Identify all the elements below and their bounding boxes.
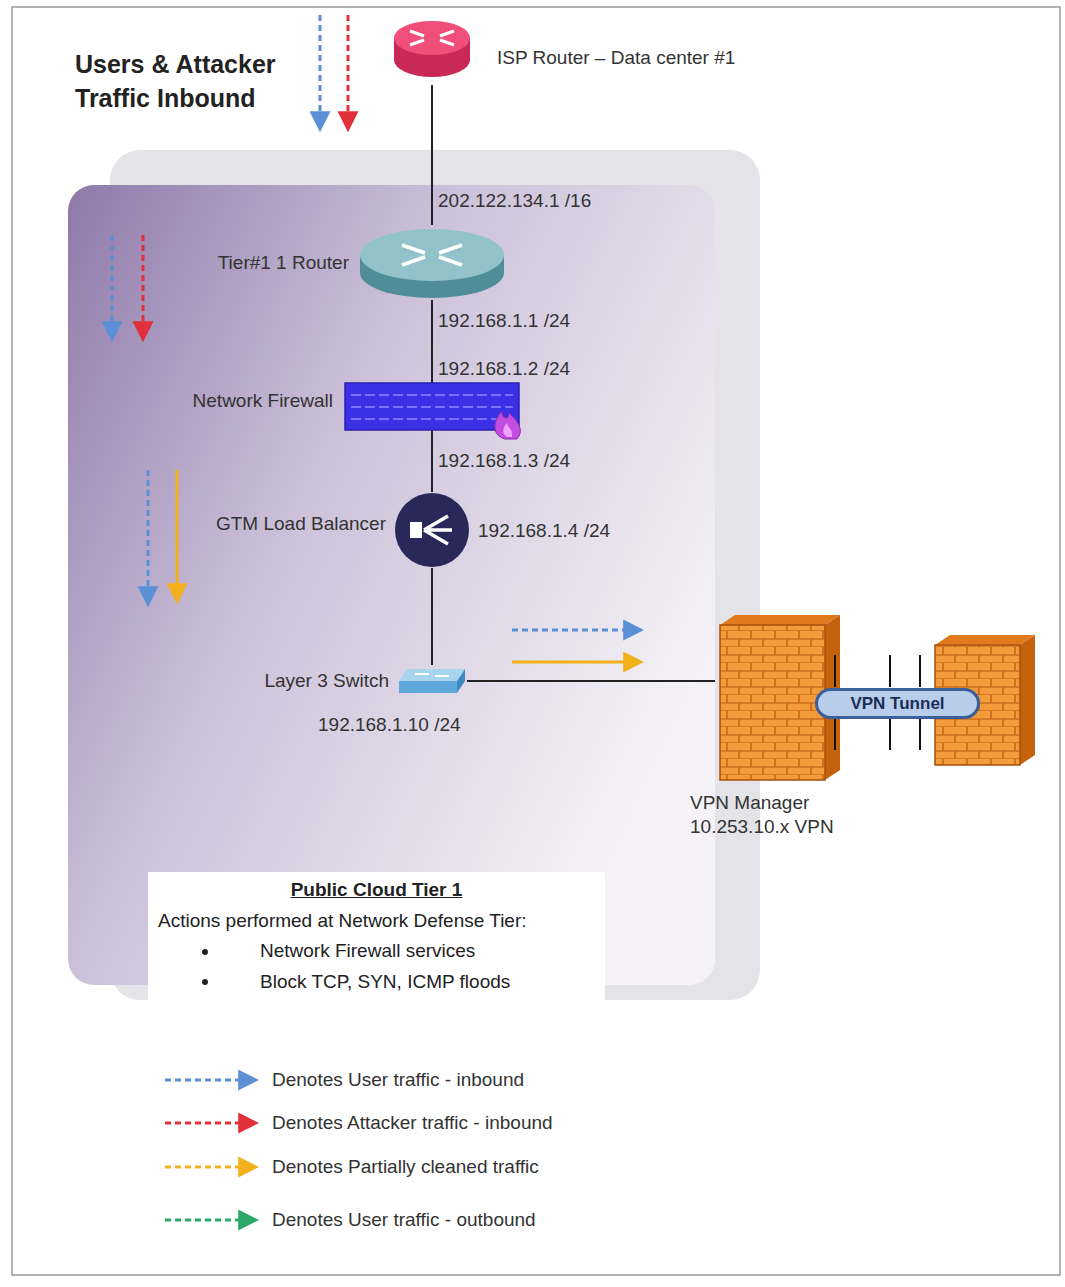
- drawing-part: [720, 615, 840, 625]
- drawing-part: [424, 516, 452, 544]
- bullet-row: Network Firewall services: [158, 939, 595, 964]
- drawing-part: [720, 625, 825, 780]
- drawing-part: [402, 245, 462, 265]
- drawing-part: [395, 493, 469, 567]
- user-arrow: [319, 15, 322, 128]
- connector-line: [431, 300, 433, 383]
- drawing-part: [1020, 635, 1035, 765]
- user-arrow: [147, 470, 150, 603]
- cleaned-arrow: [512, 661, 640, 664]
- legend-text: Denotes User traffic - outbound: [272, 1209, 536, 1232]
- tunnel-label: VPN Tunnel: [850, 694, 944, 714]
- firewall-icon: [345, 383, 519, 430]
- ip-address: 192.168.1.2 /24: [438, 358, 570, 381]
- device-label: Network Firewall: [193, 389, 333, 413]
- ip-address: 192.168.1.1 /24: [438, 310, 570, 333]
- device-node: GTM Load Balancer: [394, 492, 470, 568]
- bullet-dot: [202, 979, 208, 985]
- device-label: VPN Manager 10.253.10.x VPN: [690, 791, 860, 839]
- legend-sample: [165, 1122, 255, 1125]
- drawing-part: [360, 229, 504, 281]
- drawing-part: [394, 21, 470, 55]
- connector-line: [431, 85, 433, 225]
- connector-line: [467, 680, 715, 682]
- device-label: ISP Router – Data center #1: [497, 46, 735, 70]
- legend-text: Denotes User traffic - inbound: [272, 1069, 524, 1092]
- drawing-part: [457, 669, 465, 693]
- note-box: Public Cloud Tier 1 Actions performed at …: [148, 872, 605, 1009]
- note-bullet-text: Block TCP, SYN, ICMP floods: [260, 970, 510, 995]
- device-label: GTM Load Balancer: [216, 512, 386, 536]
- user-arrow: [512, 629, 640, 632]
- traffic-heading: Users & Attacker Traffic Inbound: [75, 48, 315, 116]
- ip-address: 192.168.1.4 /24: [478, 520, 610, 543]
- device-node: VPN Manager 10.253.10.x VPNVPN Tunnel: [715, 615, 1040, 785]
- note-text: Actions performed at Network Defense Tie…: [158, 909, 595, 934]
- device-label: Tier#1 1 Router: [218, 251, 349, 275]
- device-node: Network Firewall: [345, 383, 519, 430]
- outer-frame: [12, 7, 1060, 1275]
- drawing-part: [399, 681, 457, 693]
- device-node: ISP Router – Data center #1: [392, 10, 472, 85]
- ip-address: 192.168.1.3 /24: [438, 450, 570, 473]
- drawing-part: [345, 383, 519, 430]
- note-heading: Public Cloud Tier 1: [158, 878, 595, 903]
- drawing-part: [503, 423, 512, 437]
- legend-sample: [165, 1079, 255, 1082]
- legend-text: Denotes Attacker traffic - inbound: [272, 1112, 553, 1135]
- drawing-part: [351, 395, 513, 419]
- device-label: Layer 3 Switch: [264, 669, 389, 693]
- cloud-panel: [68, 185, 715, 985]
- router-icon: [357, 225, 507, 300]
- ip-address: 192.168.1.10 /24: [318, 714, 461, 737]
- legend-text: Denotes Partially cleaned traffic: [272, 1156, 539, 1179]
- bullet-row: Block TCP, SYN, ICMP floods: [158, 970, 595, 995]
- legend-sample: [165, 1219, 255, 1222]
- load-balancer-icon: [394, 492, 470, 568]
- tunnel-pill: VPN Tunnel: [815, 688, 980, 719]
- connector-line: [431, 430, 433, 492]
- router-icon: [392, 10, 472, 85]
- ip-address: 202.122.134.1 /16: [438, 190, 591, 213]
- device-node: Tier#1 1 Router: [357, 225, 507, 300]
- attacker-arrow: [142, 235, 145, 338]
- drawing-part: [415, 674, 449, 676]
- bullet-dot: [202, 949, 208, 955]
- drawing-part: [410, 31, 454, 45]
- connector-line: [431, 568, 433, 665]
- attacker-arrow: [347, 15, 350, 128]
- drawing-part: [410, 522, 422, 538]
- drawing-part: [495, 411, 520, 439]
- drawing-part: [399, 669, 465, 681]
- switch-icon: [397, 665, 467, 697]
- note-bullet-text: Network Firewall services: [260, 939, 475, 964]
- drawing-part: [935, 635, 1035, 645]
- legend-sample: [165, 1166, 255, 1169]
- cleaned-arrow: [176, 470, 179, 600]
- device-node: Layer 3 Switch: [397, 665, 467, 697]
- user-arrow: [111, 235, 114, 338]
